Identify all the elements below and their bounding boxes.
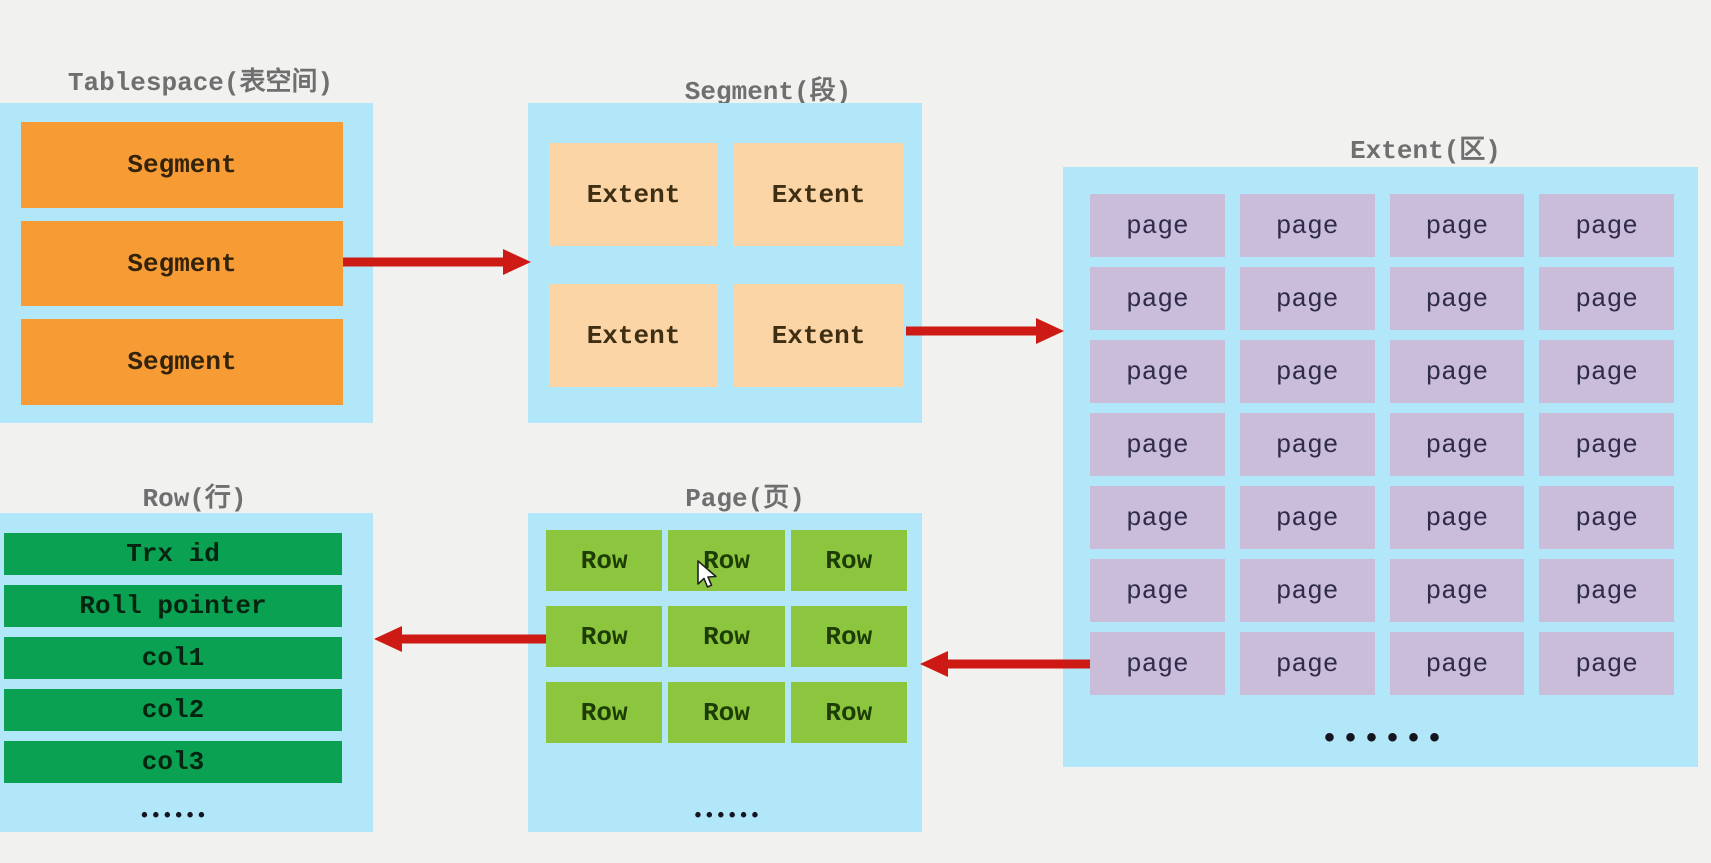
page-box: page	[1389, 340, 1525, 403]
row-box: Row	[790, 606, 907, 667]
page-box: page	[1539, 267, 1674, 330]
page-box: page	[1239, 194, 1375, 257]
row-field-list: Trx id Roll pointer col1 col2 col3	[4, 533, 342, 783]
extent-title: Extent(区)	[1350, 136, 1501, 166]
mouse-cursor-icon	[697, 560, 717, 588]
page-box: page	[1090, 632, 1225, 695]
segment-box: Segment	[21, 319, 343, 406]
tablespace-title: Tablespace(表空间)	[67, 68, 334, 98]
page-box: page	[1539, 486, 1674, 549]
row-container: Trx id Roll pointer col1 col2 col3 ••••••	[0, 513, 373, 832]
segment-title: Segment(段)	[684, 77, 852, 107]
row-field: Roll pointer	[4, 585, 342, 627]
row-box: Row	[546, 606, 663, 667]
page-box: page	[1239, 267, 1375, 330]
page-box: page	[1389, 632, 1525, 695]
page-box: page	[1090, 413, 1225, 476]
page-box: page	[1539, 559, 1674, 622]
row-box: Row	[668, 606, 785, 667]
row-field: col2	[4, 689, 342, 731]
page-box: page	[1239, 340, 1375, 403]
page-box: page	[1090, 194, 1225, 257]
page-box: page	[1239, 486, 1375, 549]
page-box: page	[1539, 194, 1674, 257]
page-box: page	[1539, 340, 1674, 403]
page-box: page	[1389, 194, 1525, 257]
page-box: page	[1239, 559, 1375, 622]
page-box: page	[1389, 267, 1525, 330]
row-title: Row(行)	[142, 484, 247, 514]
page-box: page	[1389, 559, 1525, 622]
segment-box: Segment	[21, 122, 343, 208]
page-box: page	[1239, 413, 1375, 476]
row-box: Row	[546, 530, 663, 591]
extent-box: Extent	[734, 284, 903, 387]
extent-box: Extent	[549, 284, 718, 387]
extent-box: Extent	[549, 143, 718, 246]
page-box: page	[1090, 559, 1225, 622]
row-box: Row	[790, 682, 907, 743]
arrow-tablespace-to-segment	[343, 249, 531, 275]
arrow-segment-to-extent	[906, 318, 1064, 344]
page-box: page	[1090, 267, 1225, 330]
row-ellipsis: ••••••	[138, 805, 208, 827]
page-box: page	[1090, 486, 1225, 549]
arrow-extent-to-page	[920, 651, 1090, 677]
row-field: col1	[4, 637, 342, 679]
page-title: Page(页)	[685, 484, 805, 514]
extent-ellipsis: ••••••	[1320, 723, 1447, 757]
page-box: page	[1389, 413, 1525, 476]
row-box: Row	[546, 682, 663, 743]
row-box: Row	[790, 530, 907, 591]
page-box: page	[1539, 632, 1674, 695]
extent-box: Extent	[734, 143, 903, 246]
page-box: page	[1389, 486, 1525, 549]
page-box: page	[1090, 340, 1225, 403]
row-field: col3	[4, 741, 342, 783]
page-box: page	[1539, 413, 1674, 476]
row-field: Trx id	[4, 533, 342, 575]
page-box: page	[1239, 632, 1375, 695]
arrow-page-to-row	[374, 626, 546, 652]
page-ellipsis: ••••••	[692, 805, 761, 827]
segment-box: Segment	[21, 220, 343, 307]
row-box: Row	[668, 530, 785, 591]
row-box: Row	[668, 682, 785, 743]
